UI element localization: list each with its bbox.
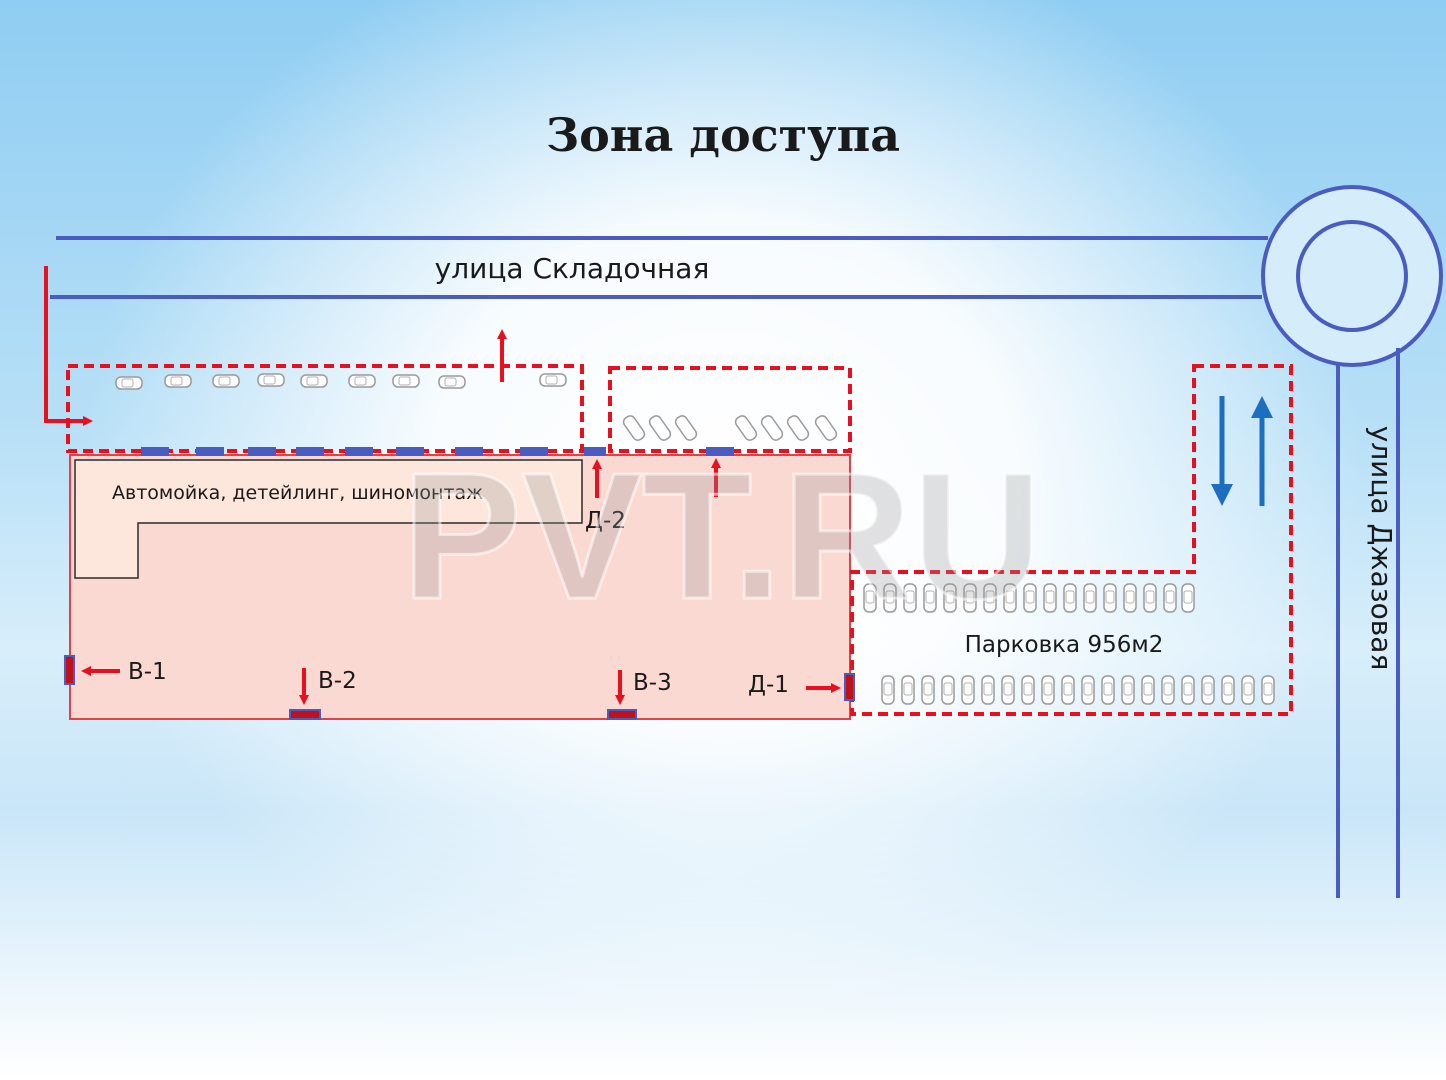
door-b2-label: В-2 xyxy=(318,668,357,694)
door-d1-label: Д-1 xyxy=(748,672,789,698)
entry-route-arrow xyxy=(44,266,93,426)
door-b3-label: В-3 xyxy=(633,670,672,696)
parking-row-bottom xyxy=(881,675,1275,705)
watermark: PVT.RU xyxy=(402,436,1042,637)
parked-cars-north xyxy=(115,373,567,390)
roundabout xyxy=(1261,185,1443,367)
access-zone-north-left xyxy=(66,364,584,453)
door-b2 xyxy=(289,668,321,720)
door-b3 xyxy=(607,670,637,720)
traffic-direction-arrows xyxy=(1211,396,1273,506)
street-skladochnaya xyxy=(50,236,1268,299)
building-label: Автомойка, детейлинг, шиномонтаж xyxy=(112,482,483,504)
door-b1-label: В-1 xyxy=(128,659,167,685)
street-dzhazovaya xyxy=(1336,348,1400,898)
door-d2-label: Д-2 xyxy=(585,508,626,534)
door-d2 xyxy=(584,447,606,498)
building xyxy=(69,454,851,720)
street-skladochnaya-label: улица Складочная xyxy=(435,252,710,285)
access-zone-north-right xyxy=(608,366,852,453)
parking-label: Парковка 956м2 xyxy=(965,632,1164,658)
page-title: Зона доступа xyxy=(545,108,901,162)
north-facade-gates xyxy=(141,447,734,456)
street-dzhazovaya-label: улица Джазовая xyxy=(1365,426,1398,671)
door-d1 xyxy=(806,673,855,701)
access-zone-parking xyxy=(850,364,1293,716)
door-b1 xyxy=(64,655,120,685)
